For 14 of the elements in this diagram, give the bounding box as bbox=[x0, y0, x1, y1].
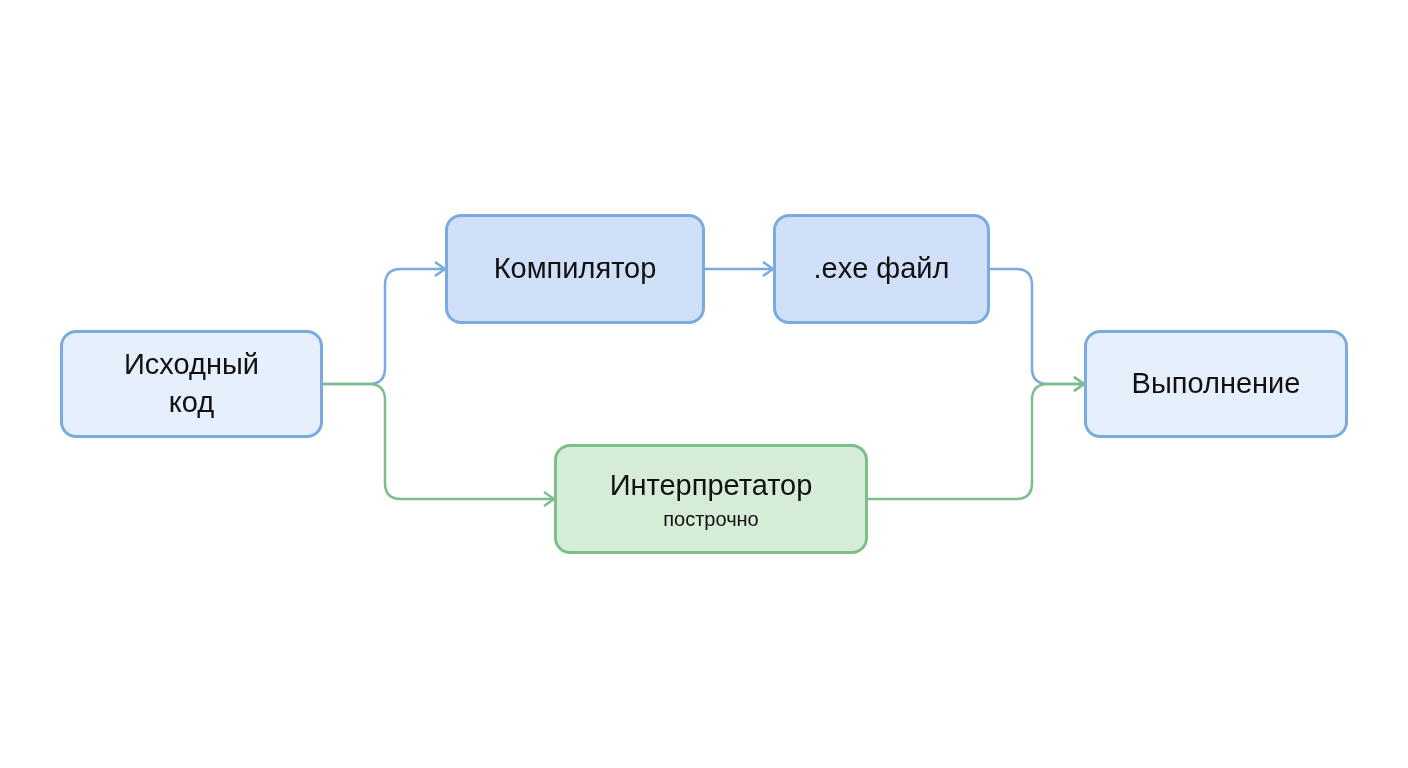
arrow bbox=[868, 375, 1086, 501]
node-label: .exe файл bbox=[813, 251, 950, 287]
arrow bbox=[323, 382, 556, 508]
node-label: Интерпретатор bbox=[609, 467, 813, 503]
process-box bbox=[60, 330, 323, 438]
process-box bbox=[445, 214, 705, 324]
node-label: Выполнение bbox=[1131, 366, 1301, 402]
node-sublabel: построчно bbox=[663, 508, 759, 532]
process-box bbox=[554, 444, 868, 554]
node-label: Исходный код bbox=[123, 347, 260, 420]
process-box bbox=[1084, 330, 1348, 438]
process-box bbox=[773, 214, 990, 324]
node-label: Компилятор bbox=[493, 251, 657, 287]
arrow bbox=[705, 260, 775, 278]
